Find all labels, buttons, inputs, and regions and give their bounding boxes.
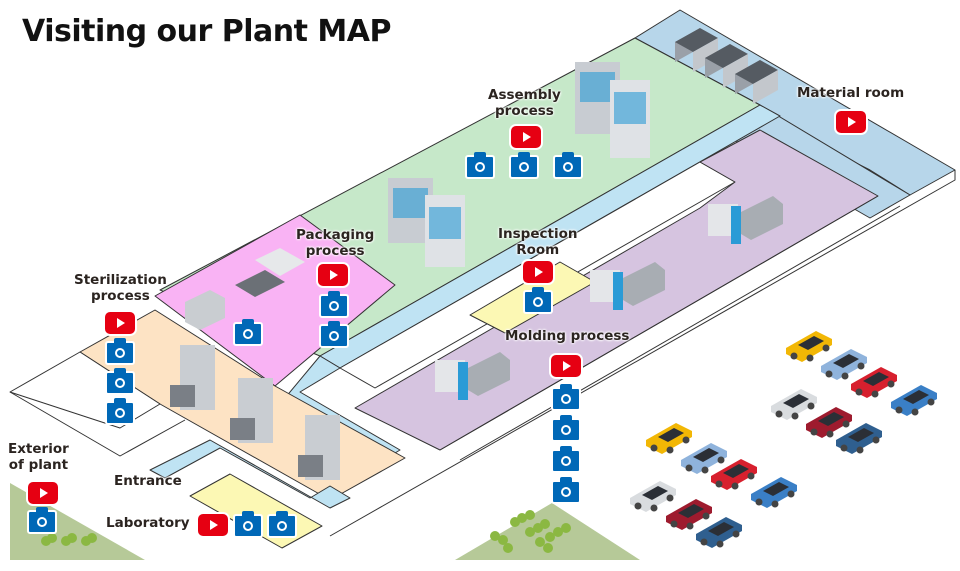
molding-photo-icon-1[interactable] — [551, 384, 581, 411]
corridor-lower — [149, 439, 351, 509]
sterilization-photo-icon-2[interactable] — [105, 368, 135, 395]
packaging-photo-icon-1[interactable] — [319, 291, 349, 318]
parked-car — [786, 331, 832, 362]
laboratory-photo-icon-1[interactable] — [233, 511, 263, 538]
packaging-area[interactable] — [154, 214, 396, 387]
parked-car — [696, 517, 742, 548]
sterilization-label-line1: Sterilization — [74, 272, 167, 288]
exterior-ground-center — [455, 503, 640, 560]
assembly-photo-icon-3[interactable] — [553, 152, 583, 179]
material-storage-boxes — [675, 28, 778, 104]
page-title: Visiting our Plant MAP — [22, 14, 391, 49]
packaging-machines — [185, 248, 305, 330]
inner-line-2 — [459, 205, 901, 461]
trees-left — [41, 533, 97, 546]
parked-car — [681, 443, 727, 474]
packaging-photo-icon-3[interactable] — [233, 319, 263, 346]
sterilization-photo-icon-3[interactable] — [105, 398, 135, 425]
assembly-label-line2: process — [495, 103, 554, 119]
parked-car — [751, 477, 797, 508]
sterilization-machines — [170, 345, 340, 480]
molding-video-icon[interactable] — [549, 353, 583, 379]
assembly-photo-icon-1[interactable] — [465, 152, 495, 179]
molding-photo-icon-3[interactable] — [551, 446, 581, 473]
molding-label: Molding process — [505, 328, 630, 344]
assembly-photo-icon-2[interactable] — [509, 152, 539, 179]
parked-car — [836, 423, 882, 454]
packaging-label: Packaging process — [296, 227, 374, 259]
molding-machines — [435, 196, 783, 400]
parked-car — [821, 349, 867, 380]
laboratory-photo-icon-2[interactable] — [267, 511, 297, 538]
material-room-video-icon[interactable] — [834, 109, 868, 135]
assembly-machines — [388, 62, 650, 267]
laboratory-video-icon[interactable] — [196, 512, 230, 538]
assembly-label: Assembly process — [488, 87, 561, 119]
material-room-label: Material room — [797, 85, 905, 101]
parked-car — [891, 385, 937, 416]
packaging-video-icon[interactable] — [316, 262, 350, 288]
inspection-video-icon[interactable] — [521, 259, 555, 285]
outer-wall-line — [9, 391, 186, 457]
exterior-label-line2: of plant — [8, 457, 69, 473]
assembly-label-line1: Assembly — [488, 87, 561, 103]
assembly-video-icon[interactable] — [509, 124, 543, 150]
outer-wall-line-right — [329, 170, 956, 537]
molding-photo-icon-4[interactable] — [551, 477, 581, 504]
inspection-photo-icon[interactable] — [523, 287, 553, 314]
parked-car — [806, 407, 852, 438]
sterilization-photo-icon-1[interactable] — [105, 338, 135, 365]
packaging-label-line2: process — [305, 243, 365, 259]
parked-car — [851, 367, 897, 398]
trees-center — [490, 510, 571, 553]
exterior-label-line1: Exterior — [8, 441, 69, 457]
packaging-photo-icon-2[interactable] — [319, 321, 349, 348]
parked-car — [771, 389, 817, 420]
parking-lot — [630, 331, 937, 548]
inspection-label: Inspection Room — [498, 226, 577, 258]
entrance-label: Entrance — [114, 473, 182, 489]
inspection-label-line1: Inspection — [498, 226, 578, 242]
parked-car — [666, 499, 712, 530]
parked-car — [646, 423, 692, 454]
parked-car — [630, 481, 676, 512]
exterior-video-icon[interactable] — [26, 480, 60, 506]
sterilization-label: Sterilization process — [74, 272, 167, 304]
sterilization-video-icon[interactable] — [103, 310, 137, 336]
inner-line — [439, 195, 879, 451]
inspection-label-line2: Room — [516, 242, 560, 258]
laboratory-label: Laboratory — [106, 515, 190, 531]
exterior-label: Exterior of plant — [8, 441, 69, 473]
exterior-photo-icon[interactable] — [27, 507, 57, 534]
parked-car — [711, 459, 757, 490]
molding-photo-icon-2[interactable] — [551, 415, 581, 442]
packaging-label-line1: Packaging — [296, 227, 375, 243]
sterilization-label-line2: process — [90, 288, 150, 304]
